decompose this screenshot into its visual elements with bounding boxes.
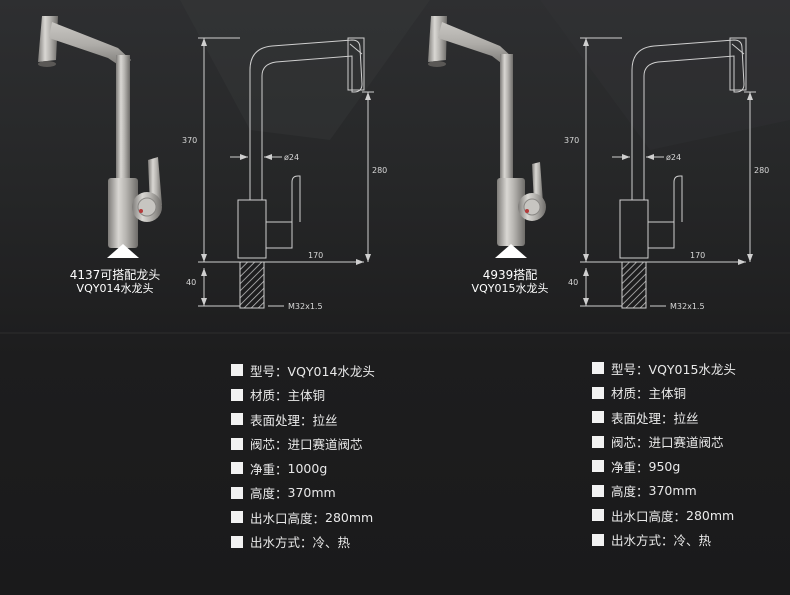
spec-value: VQY015水龙头: [648, 361, 736, 377]
product-hero: 370 280 170 ø24 40 M32x1.5: [0, 0, 790, 334]
bullet-square-icon: [592, 509, 604, 522]
bullet-square-icon: [592, 386, 604, 399]
pointer-arrow-icon: [495, 244, 527, 258]
dim-diameter: ø24: [666, 153, 681, 162]
spec-label: 出水口高度：: [250, 510, 326, 526]
spec-item: 出水口高度：280mm: [231, 505, 375, 530]
spec-item: 净重：950g: [592, 454, 736, 479]
spec-label: 净重：: [250, 461, 288, 477]
spec-value: 主体铜: [648, 386, 687, 402]
spec-item: 净重：1000g: [231, 456, 375, 481]
bullet-square-icon: [231, 535, 243, 548]
technical-drawing-vqy014: [198, 37, 374, 309]
spec-label: 材质：: [250, 388, 288, 404]
pointer-arrow-icon: [107, 244, 139, 258]
dim-thread: M32x1.5: [670, 302, 705, 311]
spec-label: 高度：: [250, 486, 288, 502]
spec-item: 出水方式：冷、热: [592, 528, 736, 553]
spec-item: 材质：主体铜: [231, 383, 375, 408]
spec-value: 280mm: [686, 507, 735, 523]
bullet-square-icon: [231, 364, 243, 377]
bullet-square-icon: [231, 437, 243, 450]
spec-value: 进口赛道阀芯: [648, 435, 724, 451]
spec-item: 高度：370mm: [592, 479, 736, 504]
bullet-square-icon: [592, 484, 604, 497]
bullet-square-icon: [592, 411, 604, 424]
spec-value: 主体铜: [287, 388, 326, 404]
spec-list-vqy014: 型号：VQY014水龙头 材质：主体铜 表面处理：拉丝 阀芯：进口赛道阀芯 净重…: [231, 358, 375, 554]
dim-spout-height: 280: [372, 166, 387, 175]
spec-value: VQY014水龙头: [287, 363, 375, 379]
faucet-photo-vqy014: [38, 16, 162, 248]
spec-value: 拉丝: [312, 412, 338, 428]
bullet-square-icon: [231, 462, 243, 475]
spec-value: 进口赛道阀芯: [287, 437, 363, 453]
spec-label: 出水方式：: [250, 535, 313, 551]
spec-value: 370mm: [287, 485, 336, 501]
caption-model: VQY015水龙头: [471, 282, 549, 295]
bullet-square-icon: [231, 511, 243, 524]
spec-item: 出水方式：冷、热: [231, 530, 375, 555]
spec-item: 阀芯：进口赛道阀芯: [592, 430, 736, 455]
product-caption-vqy014: 4137可搭配龙头 VQY014水龙头: [30, 268, 200, 296]
dim-thread: M32x1.5: [288, 302, 323, 311]
bullet-square-icon: [592, 362, 604, 375]
spec-item: 阀芯：进口赛道阀芯: [231, 432, 375, 457]
spec-label: 表面处理：: [250, 412, 313, 428]
spec-label: 净重：: [611, 459, 649, 475]
spec-item: 材质：主体铜: [592, 381, 736, 406]
spec-item: 型号：VQY014水龙头: [231, 358, 375, 383]
bullet-square-icon: [592, 460, 604, 473]
dim-diameter: ø24: [284, 153, 299, 162]
spec-item: 表面处理：拉丝: [592, 405, 736, 430]
spec-label: 表面处理：: [611, 410, 674, 426]
spec-label: 阀芯：: [611, 435, 649, 451]
dim-reach: 170: [308, 251, 323, 260]
spec-item: 表面处理：拉丝: [231, 407, 375, 432]
bullet-square-icon: [231, 413, 243, 426]
spec-label: 出水口高度：: [611, 508, 687, 524]
spec-value: 950g: [648, 458, 681, 474]
spec-item: 高度：370mm: [231, 481, 375, 506]
dim-spout-height: 280: [754, 166, 769, 175]
spec-label: 型号：: [250, 363, 288, 379]
bullet-square-icon: [592, 435, 604, 448]
spec-label: 阀芯：: [250, 437, 288, 453]
spec-value: 冷、热: [312, 535, 351, 551]
product-caption-vqy015: 4939搭配 VQY015水龙头: [425, 268, 595, 296]
caption-title: 4939搭配: [482, 268, 538, 282]
spec-value: 拉丝: [673, 410, 699, 426]
dim-height: 370: [564, 136, 579, 145]
spec-label: 材质：: [611, 386, 649, 402]
dim-base: 40: [186, 278, 196, 287]
spec-label: 型号：: [611, 361, 649, 377]
spec-value: 冷、热: [673, 533, 712, 549]
spec-value: 1000g: [287, 460, 328, 476]
bullet-square-icon: [592, 533, 604, 546]
dim-reach: 170: [690, 251, 705, 260]
bullet-square-icon: [231, 486, 243, 499]
spec-label: 高度：: [611, 484, 649, 500]
spec-list-vqy015: 型号：VQY015水龙头 材质：主体铜 表面处理：拉丝 阀芯：进口赛道阀芯 净重…: [592, 356, 736, 552]
spec-item: 出水口高度：280mm: [592, 503, 736, 528]
dim-base: 40: [568, 278, 578, 287]
spec-item: 型号：VQY015水龙头: [592, 356, 736, 381]
spec-label: 出水方式：: [611, 533, 674, 549]
faucet-photo-vqy015: [428, 16, 546, 246]
caption-title: 4137可搭配龙头: [69, 268, 161, 282]
spec-value: 280mm: [325, 509, 374, 525]
dim-height: 370: [182, 136, 197, 145]
spec-value: 370mm: [648, 483, 697, 499]
bullet-square-icon: [231, 388, 243, 401]
caption-model: VQY014水龙头: [76, 282, 154, 295]
